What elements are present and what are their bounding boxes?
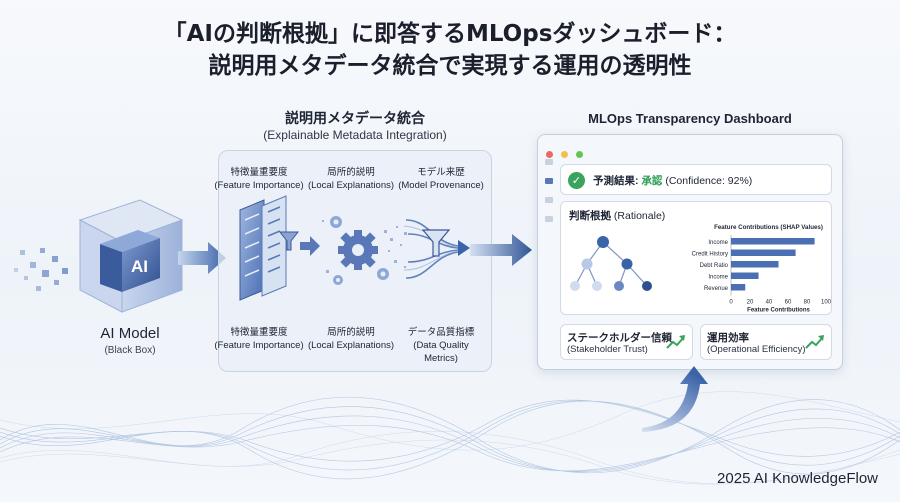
x-tick-label: 100 [821, 300, 831, 306]
gear-icon [338, 230, 378, 270]
maximize-dot-icon[interactable] [576, 151, 584, 158]
arrow-right-icon [178, 242, 226, 274]
meta-bottom-label-1-jp: 特徴量重要度 [230, 327, 288, 338]
meta-top-label-2: 局所的説明 (Local Explanations) [306, 166, 396, 192]
category-label: Credit History [692, 252, 728, 258]
document-stack-icon [239, 195, 287, 301]
x-tick-label: 60 [785, 300, 792, 306]
page-title: 「AIの判断根拠」に即答するMLOpsダッシュボード： 説明用メタデータ統合で実… [0, 18, 900, 82]
meta-bottom-label-2-jp: 局所的説明 [327, 327, 375, 338]
meta-bottom-label-2: 局所的説明 (Local Explanations) [306, 326, 396, 352]
trend-up-icon [666, 335, 685, 349]
funnel-icon [278, 231, 300, 251]
minimize-dot-icon[interactable] [561, 151, 569, 158]
category-label: Income [708, 275, 728, 281]
x-tick-label: 20 [747, 300, 754, 306]
title-line-1: 「AIの判断根拠」に即答するMLOpsダッシュボード： [163, 21, 737, 47]
kpi-operational-efficiency: 運用効率 (Operational Efficiency) [700, 324, 832, 360]
result-status: 承認 [641, 175, 663, 187]
meta-bottom-label-1: 特徴量重要度 (Feature Importance) [214, 326, 304, 352]
dashboard-title: MLOps Transparency Dashboard [588, 111, 792, 126]
bar [731, 238, 815, 245]
meta-top-label-1-en: (Feature Importance) [214, 180, 304, 191]
meta-top-label-2-jp: 局所的説明 [327, 167, 375, 178]
filter-funnel-icon [421, 229, 451, 257]
meta-top-label-3-en: (Model Provenance) [398, 180, 484, 191]
metadata-title: 説明用メタデータ統合 [285, 110, 425, 126]
meta-top-label-3-jp: モデル来歴 [417, 167, 465, 178]
check-icon: ✓ [568, 172, 585, 189]
shap-bar-chart: Feature Contributions (SHAP Values) Incom… [692, 224, 831, 314]
prediction-result-card: ✓ 予測結果: 承認 (Confidence: 92%) [560, 164, 832, 195]
small-arrow-icon [300, 236, 320, 256]
kpi-1-title: ステークホルダー信頼 [567, 332, 672, 344]
close-dot-icon[interactable] [546, 151, 553, 158]
ai-model-cube: AI [14, 199, 184, 313]
x-tick-label: 0 [729, 300, 733, 306]
meta-top-label-3: モデル来歴 (Model Provenance) [396, 166, 486, 192]
x-axis-label: Feature Contributions [747, 308, 810, 314]
trend-up-icon [805, 335, 824, 349]
meta-bottom-label-2-en: (Local Explanations) [307, 340, 395, 351]
curved-arrow-up-icon [642, 366, 708, 432]
result-label: 予測結果: [593, 175, 639, 187]
kpi-2-subtitle: (Operational Efficiency) [707, 344, 806, 355]
meta-bottom-label-3: データ品質指標 (Data Quality Metrics) [396, 326, 486, 365]
footer-copyright: 2025 AI KnowledgeFlow [717, 470, 878, 487]
chart-title: Feature Contributions (SHAP Values) [714, 224, 823, 231]
meta-bottom-label-3-jp: データ品質指標 [407, 327, 475, 338]
rationale-title: 判断根拠 (Rationale) [569, 208, 665, 223]
ai-model-subtitle: (Black Box) [104, 345, 156, 356]
bar [731, 272, 759, 279]
arrow-right-icon [470, 234, 532, 266]
category-label: Revenue [704, 286, 729, 292]
title-line-2: 説明用メタデータ統合で実現する運用の透明性 [208, 53, 692, 79]
meta-top-label-1: 特徴量重要度 (Feature Importance) [214, 166, 304, 192]
small-gear-icon [330, 216, 389, 285]
meta-bottom-label-1-en: (Feature Importance) [214, 340, 304, 351]
category-label: Debt Ratio [700, 263, 729, 269]
meta-bottom-label-3-en: (Data Quality Metrics) [413, 340, 469, 364]
sidebar-list-icon[interactable] [545, 178, 553, 184]
rationale-title-en: (Rationale) [613, 210, 666, 222]
meta-top-label-2-en: (Local Explanations) [307, 180, 395, 191]
metadata-processing-illustration [239, 195, 470, 301]
x-tick-label: 40 [766, 300, 773, 306]
dashboard-sidebar [542, 159, 556, 235]
sidebar-settings-icon[interactable] [545, 216, 553, 222]
meta-top-label-1-jp: 特徴量重要度 [230, 167, 288, 178]
decision-tree-icon [570, 236, 652, 291]
dashboard-window: ✓ 予測結果: 承認 (Confidence: 92%) 判断根拠 (Ratio… [537, 134, 843, 370]
sidebar-chart-icon[interactable] [545, 197, 553, 203]
prediction-result-text: 予測結果: 承認 (Confidence: 92%) [593, 173, 752, 188]
ai-model-name: AI Model [100, 325, 160, 342]
sidebar-home-icon[interactable] [545, 159, 553, 165]
metadata-subtitle: (Explainable Metadata Integration) [263, 128, 447, 142]
bar [731, 284, 746, 291]
rationale-card: 判断根拠 (Rationale) Feature Contributions (… [560, 201, 832, 315]
bar [731, 249, 796, 256]
x-tick-label: 80 [804, 300, 811, 306]
result-confidence: (Confidence: 92%) [665, 175, 753, 187]
ai-chip-text: AI [131, 257, 148, 276]
rationale-title-jp: 判断根拠 [569, 210, 611, 222]
bar [731, 261, 779, 268]
category-label: Income [708, 240, 728, 246]
kpi-stakeholder-trust: ステークホルダー信頼 (Stakeholder Trust) [560, 324, 693, 360]
wave-background [0, 391, 900, 485]
kpi-1-subtitle: (Stakeholder Trust) [567, 344, 648, 355]
window-controls [546, 143, 586, 162]
kpi-2-title: 運用効率 [707, 332, 749, 344]
